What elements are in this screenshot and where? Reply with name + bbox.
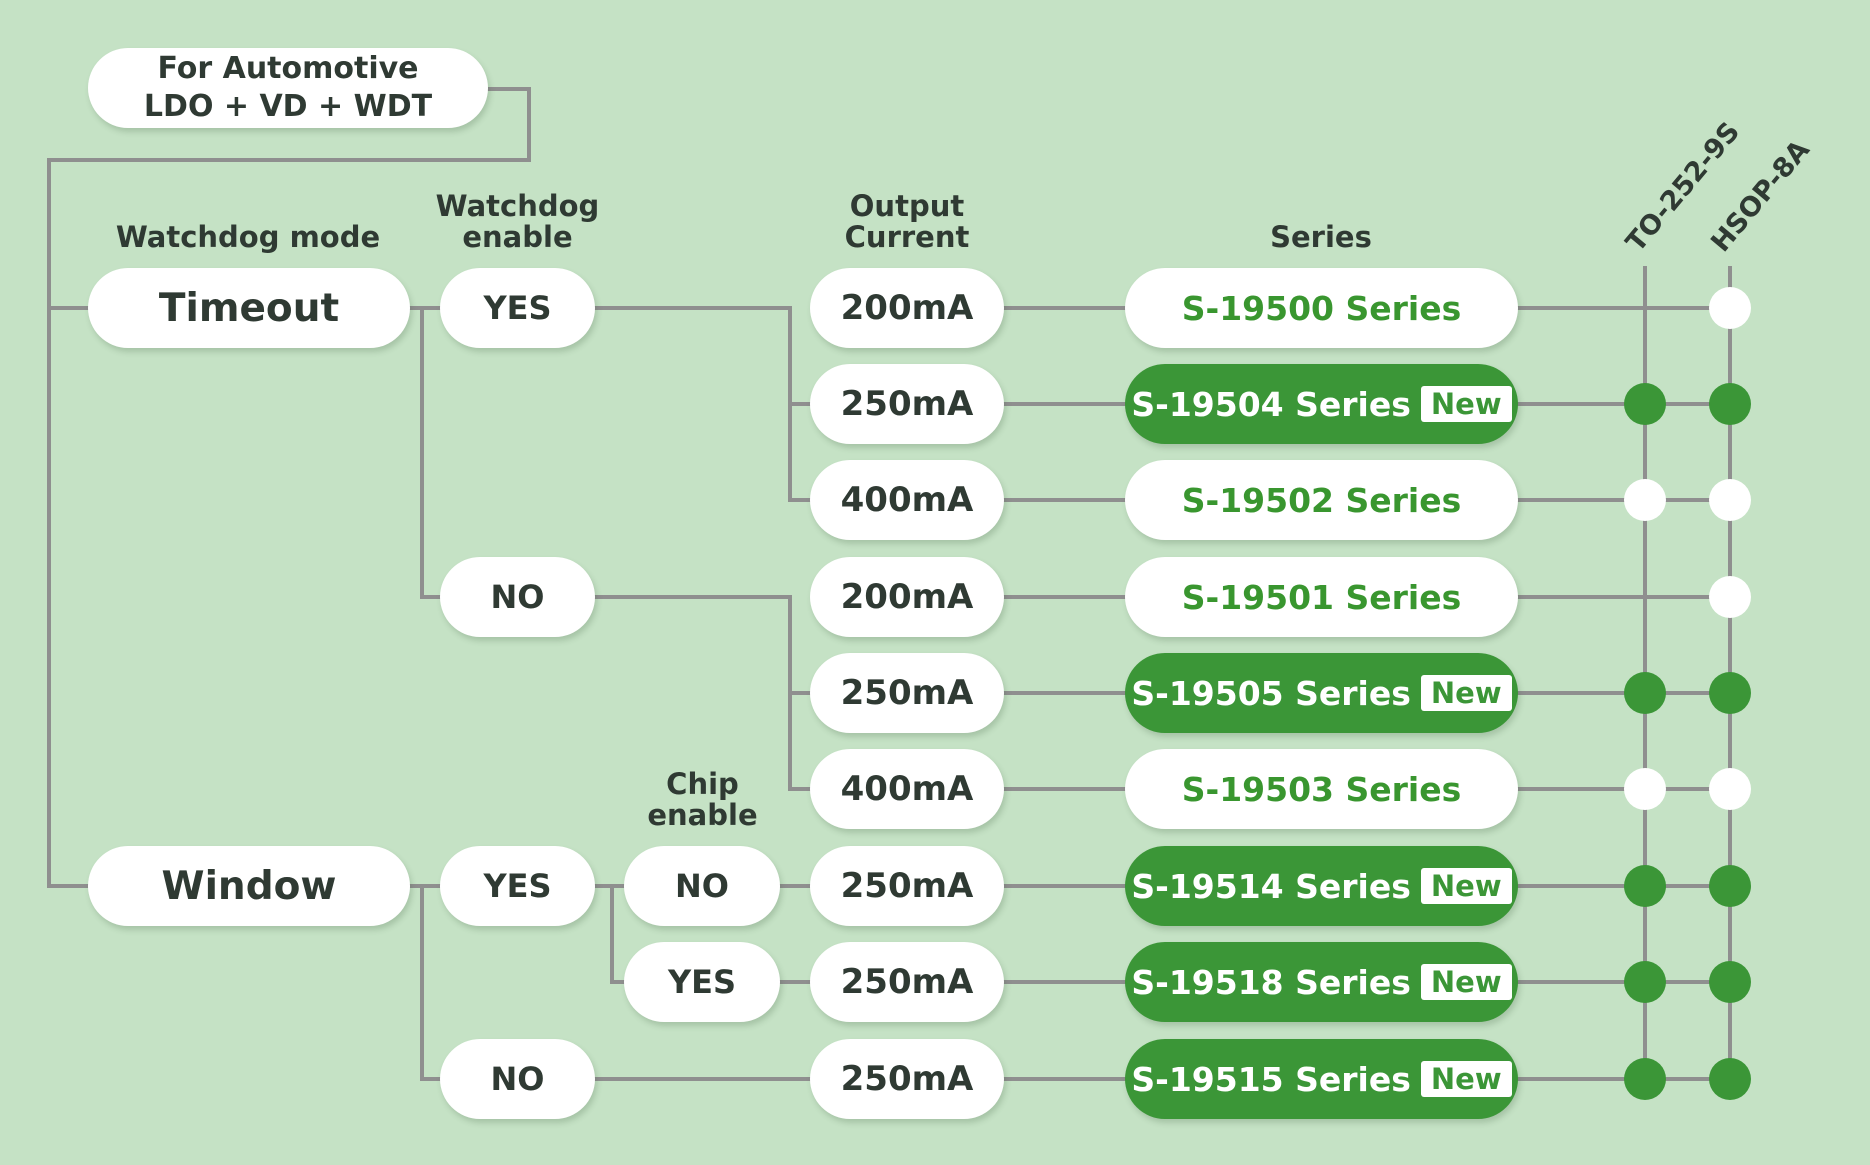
series-name: S-19503 Series: [1181, 769, 1462, 809]
header-output-current-line-1: Output: [849, 189, 965, 223]
header-watchdog-mode: Watchdog mode: [115, 220, 381, 254]
package-dot-hsop-open: [1709, 287, 1751, 329]
series-s19518[interactable]: S-19518 Series New: [1125, 942, 1518, 1022]
package-dot-hsop-filled: [1709, 383, 1751, 425]
chip-enable-yes: YES: [624, 942, 780, 1022]
output-current: 250mA: [810, 942, 1004, 1022]
new-badge: New: [1420, 386, 1512, 422]
output-current: 250mA: [810, 653, 1004, 733]
package-dot-hsop-filled: [1709, 672, 1751, 714]
new-badge: New: [1420, 964, 1512, 1000]
title-box: For Automotive LDO + VD + WDT: [88, 48, 488, 128]
series-name: S-19518 Series: [1131, 962, 1411, 1002]
series-name: S-19504 Series: [1131, 384, 1411, 424]
series-name: S-19501 Series: [1181, 577, 1462, 617]
series-s19514[interactable]: S-19514 Series New: [1125, 846, 1518, 926]
watchdog-enable-window-no: NO: [440, 1039, 595, 1119]
series-name: S-19505 Series: [1131, 673, 1411, 713]
new-badge: New: [1420, 1061, 1512, 1097]
header-output-current-line-2: Current: [844, 220, 970, 254]
series-s19505[interactable]: S-19505 Series New: [1125, 653, 1518, 733]
package-dot-to252-open: [1624, 479, 1666, 521]
output-current: 400mA: [810, 749, 1004, 829]
series-name: S-19502 Series: [1181, 480, 1462, 520]
watchdog-enable-timeout-yes: YES: [440, 268, 595, 348]
output-current: 200mA: [810, 268, 1004, 348]
package-dot-hsop-open: [1709, 479, 1751, 521]
header-chip-enable-line-2: enable: [647, 798, 758, 832]
title-line-2: LDO + VD + WDT: [143, 89, 433, 124]
new-badge: New: [1420, 868, 1512, 904]
series-name: S-19500 Series: [1181, 288, 1462, 328]
package-dot-to252-filled: [1624, 672, 1666, 714]
header-watchdog-enable-line-1: Watchdog: [435, 189, 600, 223]
package-dot-hsop-filled: [1709, 865, 1751, 907]
package-dot-to252-filled: [1624, 383, 1666, 425]
title-line-1: For Automotive: [157, 51, 419, 86]
series-s19504[interactable]: S-19504 Series New: [1125, 364, 1518, 444]
package-dot-to252-open: [1624, 768, 1666, 810]
package-dot-hsop-open: [1709, 768, 1751, 810]
watchdog-enable-window-yes: YES: [440, 846, 595, 926]
output-current: 250mA: [810, 846, 1004, 926]
output-current: 200mA: [810, 557, 1004, 637]
mode-window: Window: [88, 846, 410, 926]
series-s19500[interactable]: S-19500 Series: [1125, 268, 1518, 348]
series-s19502[interactable]: S-19502 Series: [1125, 460, 1518, 540]
package-dot-to252-filled: [1624, 1058, 1666, 1100]
mode-timeout: Timeout: [88, 268, 410, 348]
header-watchdog-enable-line-2: enable: [462, 220, 573, 254]
series-s19515[interactable]: S-19515 Series New: [1125, 1039, 1518, 1119]
watchdog-enable-timeout-no: NO: [440, 557, 595, 637]
package-dot-hsop-open: [1709, 576, 1751, 618]
output-current: 400mA: [810, 460, 1004, 540]
series-s19503[interactable]: S-19503 Series: [1125, 749, 1518, 829]
chip-enable-no: NO: [624, 846, 780, 926]
package-dot-to252-filled: [1624, 961, 1666, 1003]
header-series: Series: [1270, 220, 1372, 254]
output-current: 250mA: [810, 364, 1004, 444]
package-dot-to252-filled: [1624, 865, 1666, 907]
package-dot-hsop-filled: [1709, 1058, 1751, 1100]
package-dot-hsop-filled: [1709, 961, 1751, 1003]
series-name: S-19514 Series: [1131, 866, 1411, 906]
header-chip-enable-line-1: Chip: [666, 767, 739, 801]
output-current: 250mA: [810, 1039, 1004, 1119]
new-badge: New: [1420, 675, 1512, 711]
series-name: S-19515 Series: [1131, 1059, 1411, 1099]
series-s19501[interactable]: S-19501 Series: [1125, 557, 1518, 637]
